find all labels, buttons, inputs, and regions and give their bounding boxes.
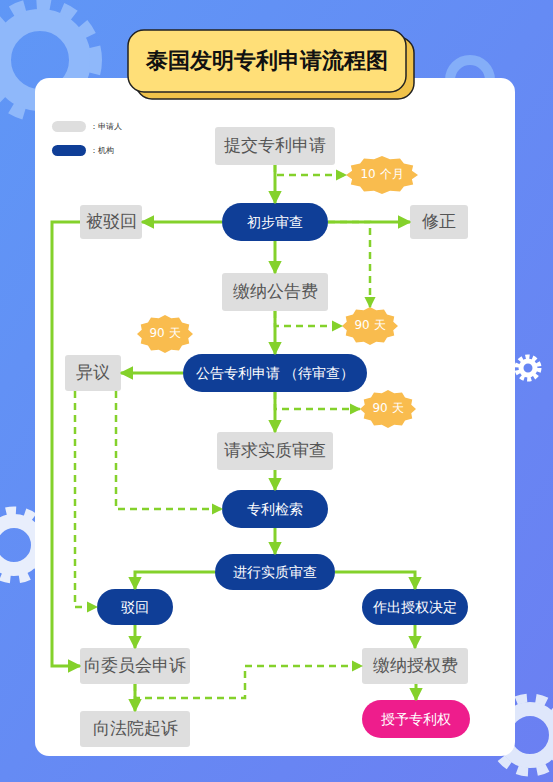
legend-swatch <box>52 121 86 132</box>
node-text: 授予专利权 <box>381 711 451 727</box>
node-text: 缴纳公告费 <box>233 282 318 302</box>
flow-arrow <box>121 372 183 375</box>
node-text: 90 天 <box>372 402 403 416</box>
dashed-arrow <box>275 165 346 175</box>
card <box>35 78 515 756</box>
node-text: 90 天 <box>354 319 385 333</box>
flow-arrow <box>142 221 222 224</box>
title-text: 泰国发明专利申请流程图 <box>146 46 388 76</box>
node-text: 专利检索 <box>247 501 303 517</box>
flow-arrow <box>274 528 277 554</box>
flow-arrow <box>274 470 277 490</box>
legend: ：申请人 ：机构 <box>52 114 172 162</box>
dashed-arrow <box>275 311 342 326</box>
title-box <box>128 30 406 92</box>
badge-outline <box>342 307 398 345</box>
flow-arrow <box>274 241 277 273</box>
node-text: 异议 <box>76 363 110 383</box>
legend-text: ：申请人 <box>90 121 122 132</box>
dashed-arrow <box>135 666 362 698</box>
legend-item: ：申请人 <box>52 114 172 138</box>
dashed-arrow <box>116 391 222 509</box>
flow-arrow <box>134 684 137 711</box>
flow-arrow <box>415 684 418 700</box>
flow-arrow <box>328 221 410 224</box>
node-text: 提交专利申请 <box>224 136 326 156</box>
time-badge: 90 天 <box>342 307 398 345</box>
gear-decoration <box>0 4 553 772</box>
dashed-arrow <box>75 391 97 607</box>
node-text: 作出授权决定 <box>373 599 457 615</box>
applicant-box: 异议 <box>65 355 121 391</box>
legend-swatch <box>52 145 86 156</box>
gear-teeth <box>517 357 539 379</box>
agency-pill: 初步审查 <box>222 203 328 241</box>
node-text: 初步审查 <box>247 214 303 230</box>
applicant-box: 被驳回 <box>80 205 142 239</box>
time-badge: 90 天 <box>360 390 416 428</box>
agency-pill: 作出授权决定 <box>362 589 468 625</box>
badge-outline <box>346 156 418 194</box>
legend-item: ：机构 <box>52 138 172 162</box>
dashed-arrow <box>275 392 360 409</box>
result-pill: 授予专利权 <box>362 700 470 738</box>
agency-pill: 公告专利申请 （待审查） <box>183 354 367 392</box>
flow-arrow <box>134 625 137 648</box>
flow-arrow <box>52 222 80 666</box>
flow-arrow <box>335 572 415 589</box>
badge-outline <box>137 315 193 353</box>
applicant-box: 向法院起诉 <box>80 711 190 747</box>
node-text: 请求实质审查 <box>224 441 326 461</box>
applicant-box: 缴纳授权费 <box>362 648 468 684</box>
node-text: 被驳回 <box>86 212 137 232</box>
applicant-box: 提交专利申请 <box>215 127 335 165</box>
applicant-box: 向委员会申诉 <box>80 648 190 684</box>
badge-outline <box>360 390 416 428</box>
node-text: 向委员会申诉 <box>84 656 186 676</box>
node-text: 进行实质审查 <box>233 564 317 580</box>
agency-pill: 进行实质审查 <box>215 554 335 590</box>
flow-arrow <box>274 392 277 432</box>
flow-arrow <box>135 572 215 589</box>
agency-pill: 驳回 <box>97 589 173 625</box>
flow-arrow <box>274 311 277 354</box>
node-text: 驳回 <box>121 599 149 615</box>
flow-arrow <box>414 625 417 648</box>
gear-ring <box>0 521 38 569</box>
node-text: 90 天 <box>149 327 180 341</box>
applicant-box: 请求实质审查 <box>217 432 333 470</box>
time-badge: 10 个月 <box>346 156 418 194</box>
title-holder: 泰国发明专利申请流程图 <box>128 30 406 92</box>
flow-arrow <box>274 165 277 203</box>
node-text: 修正 <box>422 212 456 232</box>
node-text: 向法院起诉 <box>93 719 178 739</box>
time-badge: 90 天 <box>137 315 193 353</box>
agency-pill: 专利检索 <box>222 490 328 528</box>
legend-text: ：机构 <box>90 145 114 156</box>
applicant-box: 修正 <box>410 205 468 239</box>
node-text: 缴纳授权费 <box>373 656 458 676</box>
node-text: 公告专利申请 （待审查） <box>196 365 354 381</box>
node-text: 10 个月 <box>360 168 403 182</box>
applicant-box: 缴纳公告费 <box>222 273 328 311</box>
dashed-arrow <box>328 222 370 307</box>
gear-ring <box>521 361 535 375</box>
